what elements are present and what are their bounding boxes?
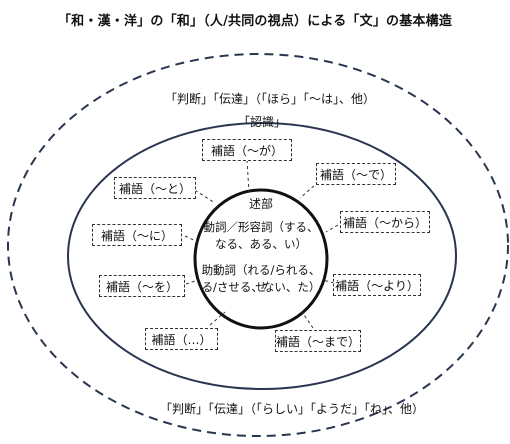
predicate-line-3: 助動詞（れる/られる、せ — [201, 263, 321, 294]
predicate-line-4: る/させる、ない、た） — [201, 280, 321, 294]
connector-ga — [246, 159, 250, 193]
complement-kara: 補語（～から） — [340, 211, 430, 233]
connector-de — [299, 177, 324, 199]
outer-top-label: 「判断」「伝達」（「ほら」「～は」、他） — [165, 92, 376, 106]
predicate-line-1: 動詞／形容詞（する、 — [203, 220, 319, 234]
complement-yori: 補語（～より） — [333, 274, 421, 296]
predicate-line-2: なる、ある、い） — [215, 237, 307, 251]
predicate-heading: 述部 — [248, 197, 273, 211]
complement-etc: 補語（…） — [145, 328, 218, 350]
diagram-title: 「和・漢・洋」の「和」（人/共同の視点）による「文」の基本構造 — [57, 14, 453, 29]
middle-label: 「認識」 — [237, 115, 286, 129]
outer-dashed-ellipse — [7, 53, 509, 437]
connector-yori — [322, 279, 335, 284]
complement-ga: 補語（～が） — [202, 139, 292, 161]
complement-to: 補語（～と） — [114, 177, 196, 199]
middle-ellipse — [67, 122, 457, 390]
connector-to — [189, 186, 216, 204]
connector-wo — [185, 279, 199, 285]
connector-ni — [184, 235, 201, 244]
complement-made: 補語（～まで） — [275, 330, 361, 352]
complement-de: 補語（～で） — [316, 163, 396, 185]
center-circle — [193, 188, 329, 330]
complement-wo: 補語（～を） — [99, 275, 185, 297]
outer-bottom-label: 「判断」「伝達」（「らしい」「ようだ」「ね」、他） — [160, 402, 425, 416]
connector-made — [301, 311, 314, 329]
complement-ni: 補語（～に） — [92, 224, 182, 246]
